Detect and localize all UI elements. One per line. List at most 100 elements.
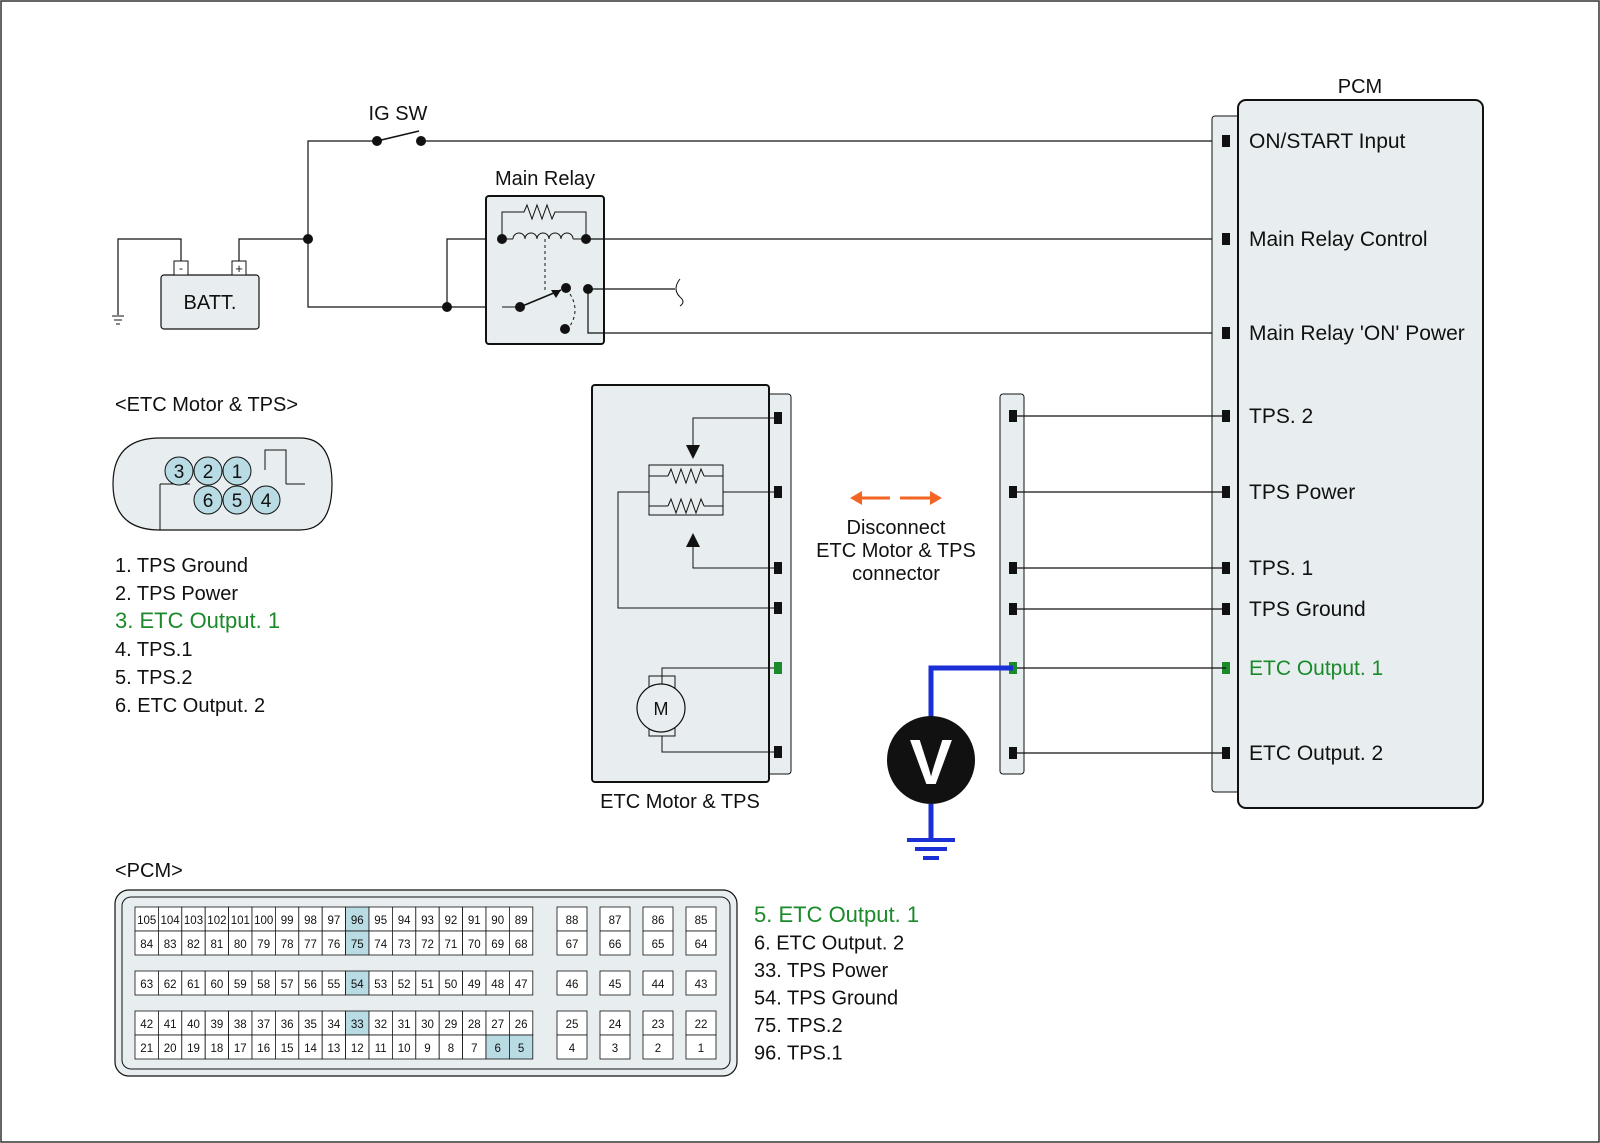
pcm-connector-pin-number: 16: [257, 1043, 270, 1055]
pcm-connector-pin-number: 8: [448, 1043, 454, 1055]
pcm-connector-pin-number: 77: [304, 939, 317, 951]
pcm-connector-pin-number: 6: [494, 1043, 500, 1055]
pcm-connector-cell: [599, 1010, 631, 1036]
pcm-connector-pin-number: 59: [234, 979, 247, 991]
pcm-block: [1237, 99, 1484, 809]
pcm-pin-label: Main Relay Control: [1249, 228, 1428, 251]
etc-motor-tps-block: [591, 384, 770, 783]
ig-switch-icon: [372, 130, 426, 146]
pcm-connector-cell: [508, 930, 534, 956]
pcm-connector-pin-number: 99: [281, 915, 294, 927]
pcm-connector-pin-number: 68: [515, 939, 528, 951]
pcm-connector-pin-number: 60: [211, 979, 224, 991]
pcm-pin-label: TPS Ground: [1249, 598, 1366, 621]
pcm-pin-description: 6. ETC Output. 2: [754, 933, 904, 955]
pcm-connector-pin-number: 47: [515, 979, 528, 991]
pcm-connector-cell: [556, 1034, 588, 1060]
battery-minus-label: -: [179, 261, 183, 275]
pcm-connector-cell: [642, 970, 674, 996]
pcm-connector-pin-number: 42: [140, 1019, 153, 1031]
pcm-pin-terminal: [1222, 327, 1230, 339]
pcm-connector-pin-number: 29: [445, 1019, 458, 1031]
pcm-pin-terminal: [1222, 233, 1230, 245]
motor-icon: M: [636, 667, 778, 753]
pcm-connector-pin-number: 44: [652, 979, 665, 991]
pcm-pin-description: 75. TPS.2: [754, 1015, 843, 1037]
etc-connector-pin: [222, 456, 252, 486]
disconnect-arrows-icon: [850, 491, 942, 505]
pcm-label: PCM: [1338, 76, 1382, 98]
pcm-connector-pin-number: 86: [652, 915, 665, 927]
ig-switch-feed-wire: [307, 140, 377, 239]
disconnect-note-line-3: connector: [852, 563, 940, 585]
harness-pin-terminal: [1009, 486, 1017, 498]
pcm-connector-pin-number: 25: [566, 1019, 579, 1031]
pcm-connector-pin-number: 22: [695, 1019, 708, 1031]
pcm-connector-pin-number: 72: [421, 939, 434, 951]
pcm-connector-pin-number: 12: [351, 1043, 364, 1055]
disconnect-note-line-1: Disconnect: [847, 517, 946, 539]
pcm-connector-pin-number: 36: [281, 1019, 294, 1031]
pcm-connector-pin-number: 21: [140, 1043, 153, 1055]
pcm-connector-pin-number: 70: [468, 939, 481, 951]
pcm-connector-pin-number: 11: [375, 1043, 387, 1055]
pcm-connector-pin-number: 58: [257, 979, 270, 991]
pcm-connector-pin-number: 49: [468, 979, 481, 991]
pcm-connector-pin-number: 30: [421, 1019, 434, 1031]
pcm-connector-pin-number: 75: [351, 939, 364, 951]
pcm-connector-pin-number: 62: [164, 979, 177, 991]
pcm-connector-pin-number: 24: [609, 1019, 622, 1031]
etc-connector-title: <ETC Motor & TPS>: [115, 394, 298, 416]
pcm-connector-cell: [642, 1010, 674, 1036]
pcm-connector-cell: [685, 1034, 717, 1060]
main-relay-on-power-wire: [587, 289, 1224, 334]
voltmeter-label: V: [910, 726, 953, 798]
pcm-connector-pin-number: 34: [328, 1019, 341, 1031]
pcm-connector-cell: [556, 930, 588, 956]
pcm-connector-pin-number: 2: [655, 1043, 661, 1055]
pcm-pin-label: TPS. 1: [1249, 557, 1313, 580]
tps-sensor: [617, 417, 778, 609]
etc-connector-pin: [222, 485, 252, 515]
pcm-connector-pin-number: 97: [328, 915, 341, 927]
pcm-connector-pin-number: 82: [187, 939, 200, 951]
etc-connector-pin: [164, 456, 194, 486]
wire-break-icon: [675, 278, 684, 307]
pcm-connector-pin-number: 15: [281, 1043, 294, 1055]
pcm-connector-pin-number: 69: [491, 939, 504, 951]
pcm-pin-list: 5. ETC Output. 16. ETC Output. 233. TPS …: [754, 902, 919, 1065]
pcm-connector-pin-number: 74: [374, 939, 387, 951]
pcm-connector-pin-number: 48: [491, 979, 504, 991]
voltmeter-icon: [887, 716, 975, 804]
etc-pin-description: 2. TPS Power: [115, 583, 238, 605]
etc-pin-etc-output-2: [774, 746, 782, 758]
pcm-connector-pin-number: 104: [161, 915, 181, 927]
pcm-connector-inner: [121, 896, 731, 1070]
pcm-pin-label: TPS Power: [1249, 481, 1355, 504]
pcm-connector-pin-number: 7: [471, 1043, 477, 1055]
battery-ground-wire: [117, 238, 182, 315]
pcm-connector-cell: [685, 970, 717, 996]
etc-pin-description: 6. ETC Output. 2: [115, 695, 265, 717]
pcm-connector-pin-number: 55: [328, 979, 341, 991]
pcm-pin-description: 5. ETC Output. 1: [754, 902, 919, 927]
battery: - + BATT.: [160, 260, 260, 330]
pcm-connector-pin-number: 67: [566, 939, 579, 951]
ig-switch-label: IG SW: [369, 103, 428, 125]
pcm-connector-pin-number: 35: [304, 1019, 317, 1031]
relay-supply-wire: [307, 239, 502, 308]
pcm-connector-pin-number: 17: [234, 1043, 247, 1055]
pcm-connector-pin-number: 13: [328, 1043, 341, 1055]
pcm-connector-pin-number: 10: [398, 1043, 411, 1055]
pcm-connector-pin-number: 53: [374, 979, 387, 991]
pcm-connector-pin-number: 65: [652, 939, 665, 951]
etc-connector-pin-number: 3: [174, 462, 185, 483]
etc-pin-tps1: [774, 562, 782, 574]
pcm-connector-cell: [508, 1034, 534, 1060]
pcm-connector-pin-number: 71: [445, 939, 458, 951]
etc-pin-description: 4. TPS.1: [115, 639, 192, 661]
pcm-connector-pin-number: 89: [515, 915, 528, 927]
